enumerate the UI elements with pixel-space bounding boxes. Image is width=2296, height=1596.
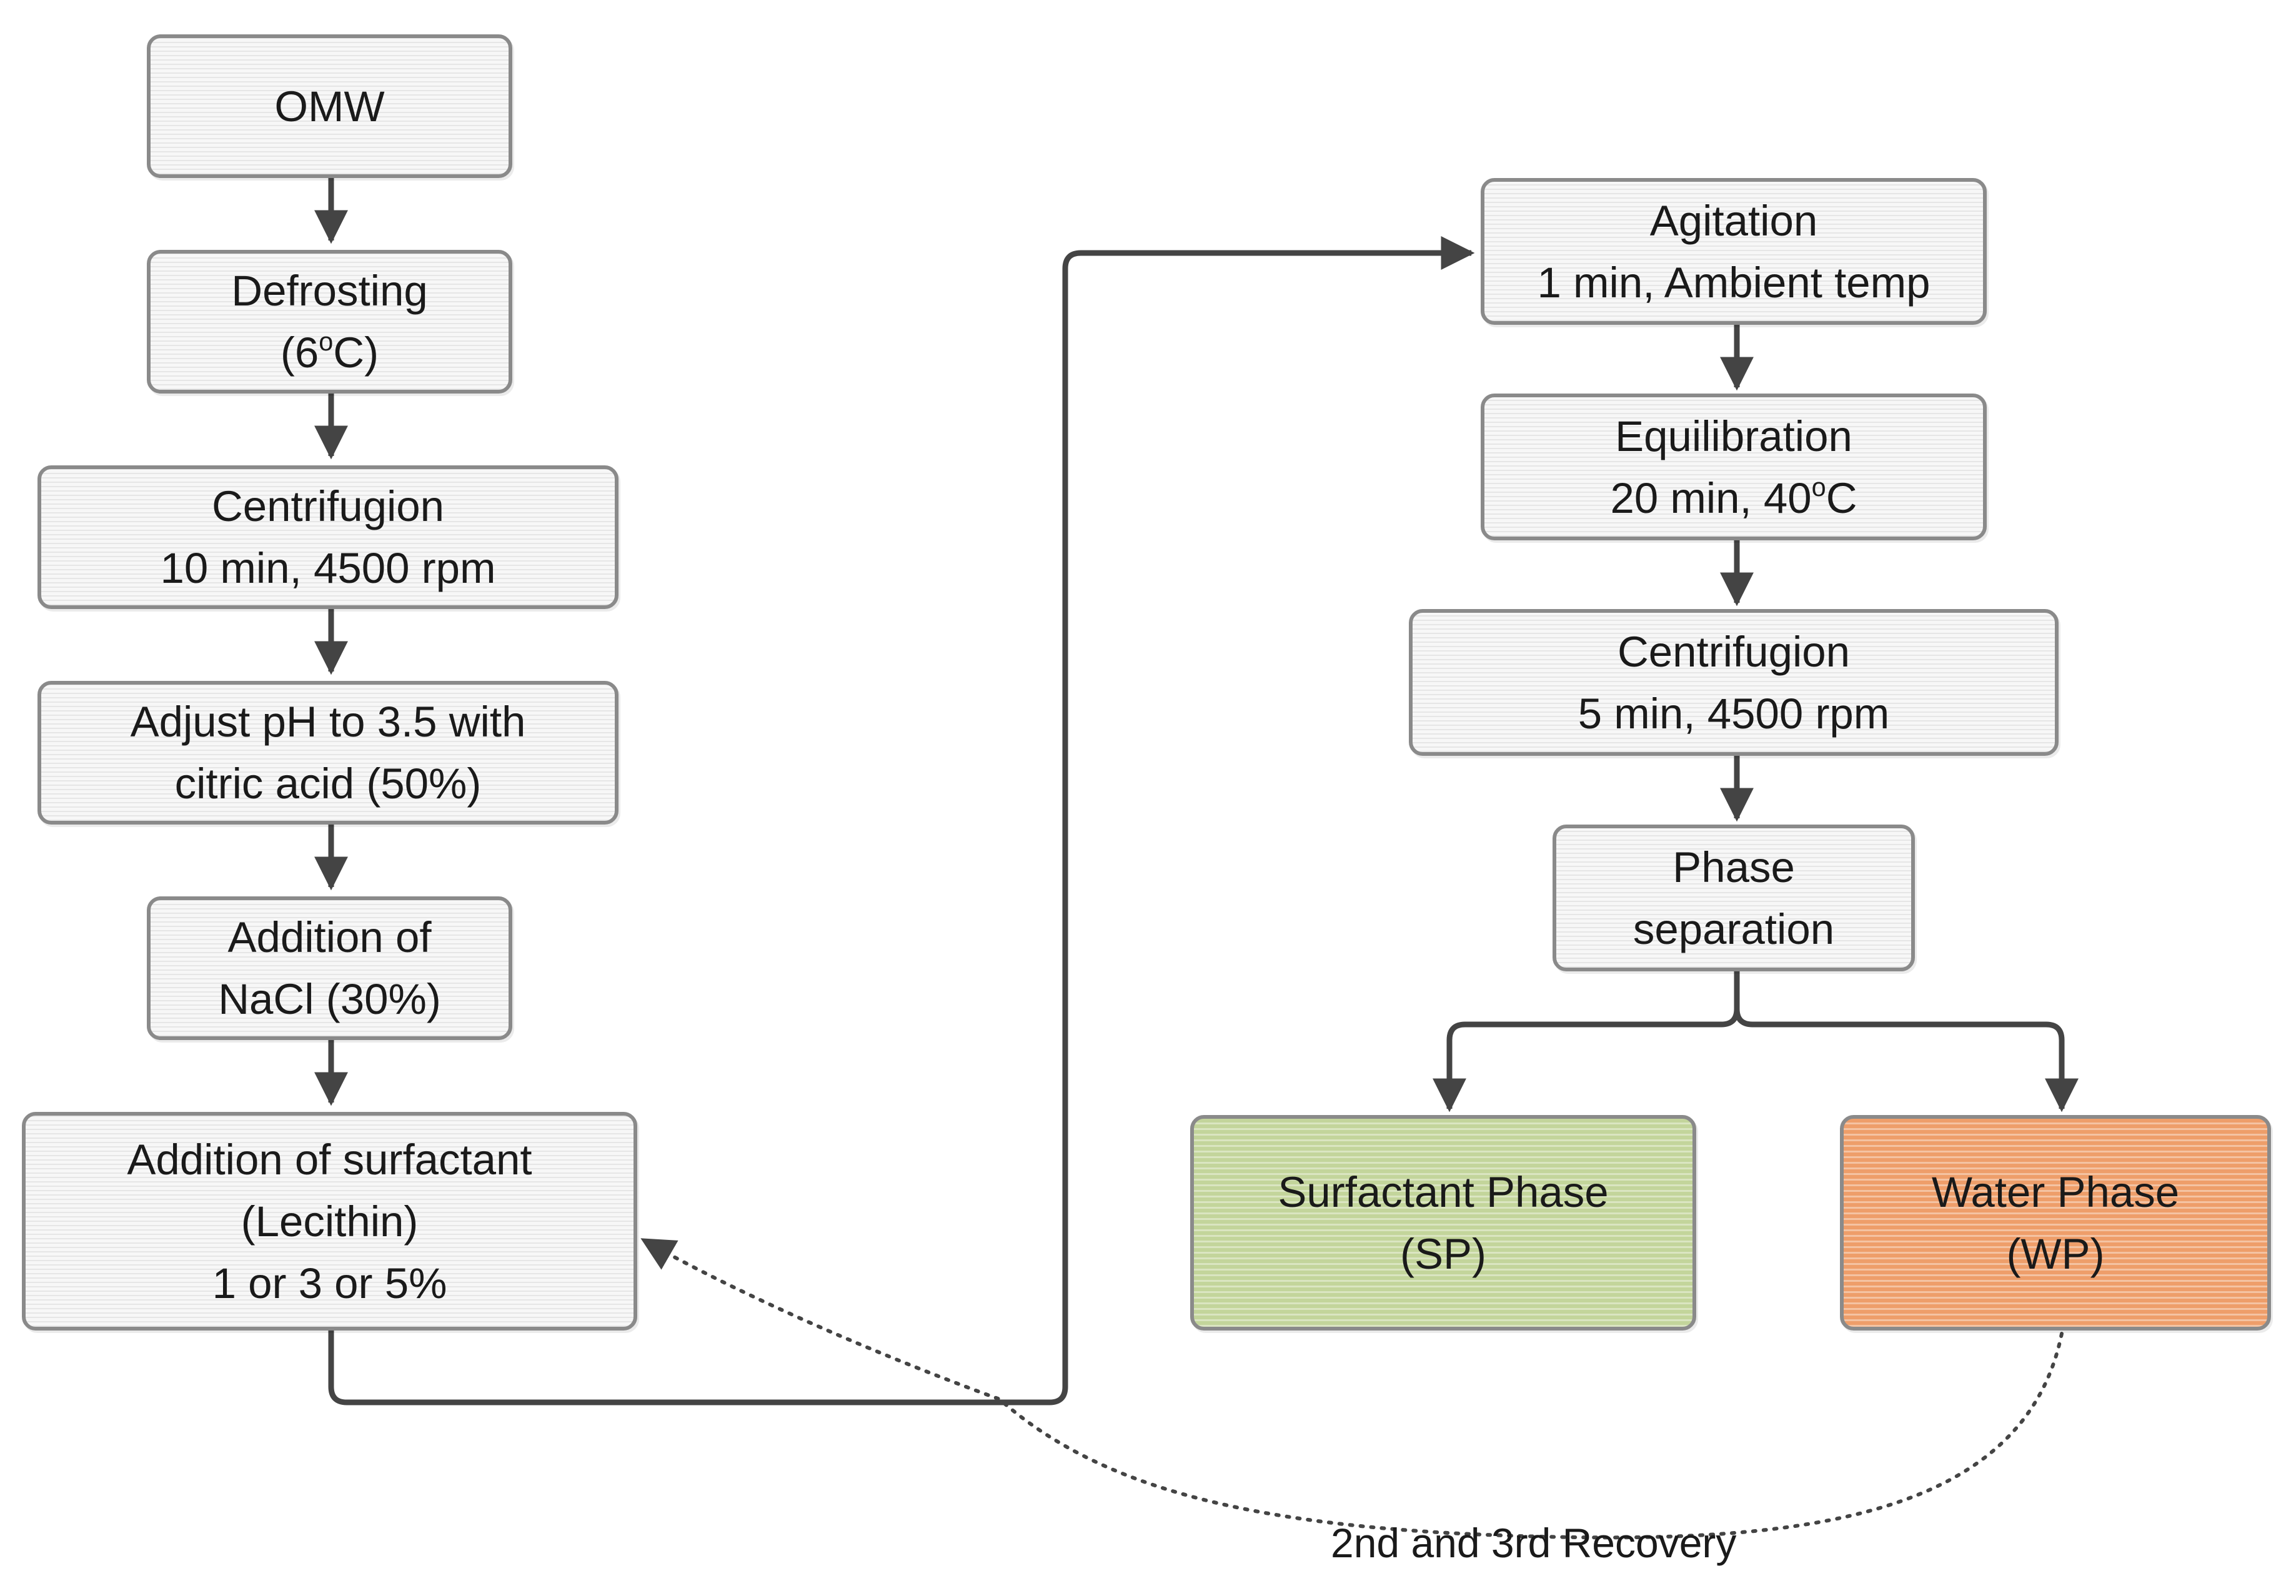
- equilibration-params: 20 min, 40oC: [1610, 467, 1857, 529]
- degree-symbol: o: [319, 327, 334, 357]
- addition-surfactant-line3: 1 or 3 or 5%: [212, 1259, 447, 1307]
- equilibration-params-unit: C: [1826, 473, 1857, 522]
- centrifugion-2-title: Centrifugion: [1617, 627, 1851, 676]
- equilibration-step: Equilibration 20 min, 40oC: [1481, 394, 1987, 540]
- adjust-ph-line2: citric acid (50%): [174, 760, 482, 808]
- defrosting-temp-unit: C): [333, 329, 379, 377]
- agitation-step: Agitation 1 min, Ambient temp: [1481, 178, 1987, 325]
- centrifugion-step-1: Centrifugion 10 min, 4500 rpm: [37, 465, 619, 609]
- equilibration-title: Equilibration: [1615, 412, 1852, 460]
- centrifugion-1-params: 10 min, 4500 rpm: [160, 544, 496, 592]
- adjust-ph-line1: Adjust pH to 3.5 with: [130, 698, 526, 746]
- equilibration-params-value: 20 min, 40: [1610, 473, 1812, 522]
- omw-step: OMW: [147, 34, 512, 178]
- recovery-label: 2nd and 3rd Recovery: [1331, 1520, 1737, 1566]
- degree-symbol: o: [1811, 472, 1826, 502]
- water-phase-box: Water Phase (WP): [1840, 1115, 2271, 1331]
- arrow-surfactant-to-agitation: [328, 236, 1475, 1405]
- surfactant-phase-abbr: (SP): [1400, 1229, 1486, 1278]
- agitation-title: Agitation: [1649, 196, 1818, 245]
- addition-surfactant-step: Addition of surfactant (Lecithin) 1 or 3…: [22, 1112, 637, 1331]
- addition-surfactant-line1: Addition of surfactant: [127, 1135, 532, 1184]
- phase-separation-line2: separation: [1633, 905, 1835, 953]
- recovery-dotted-curve: [640, 1238, 2064, 1540]
- surfactant-phase-box: Surfactant Phase (SP): [1190, 1115, 1696, 1331]
- defrosting-step: Defrosting (6oC): [147, 250, 512, 394]
- addition-nacl-step: Addition of NaCl (30%): [147, 896, 512, 1040]
- centrifugion-step-2: Centrifugion 5 min, 4500 rpm: [1409, 609, 2059, 756]
- centrifugion-1-title: Centrifugion: [211, 482, 445, 530]
- arrow-split-to-water-phase: [1734, 1008, 2079, 1113]
- water-phase-title: Water Phase: [1931, 1167, 2180, 1216]
- defrosting-temp-value: (6: [280, 329, 319, 377]
- defrosting-temperature: (6oC): [281, 322, 379, 384]
- phase-separation-step: Phase separation: [1553, 825, 1915, 971]
- agitation-params: 1 min, Ambient temp: [1537, 258, 1931, 307]
- addition-surfactant-line2: (Lecithin): [241, 1197, 419, 1246]
- phase-separation-line1: Phase: [1672, 843, 1795, 891]
- defrosting-title: Defrosting: [231, 267, 428, 315]
- water-phase-abbr: (WP): [2006, 1229, 2105, 1278]
- adjust-ph-step: Adjust pH to 3.5 with citric acid (50%): [37, 681, 619, 825]
- surfactant-phase-title: Surfactant Phase: [1278, 1167, 1609, 1216]
- addition-nacl-line1: Addition of: [227, 913, 432, 961]
- addition-nacl-line2: NaCl (30%): [218, 975, 441, 1023]
- centrifugion-2-params: 5 min, 4500 rpm: [1578, 689, 1890, 738]
- omw-label: OMW: [274, 82, 385, 131]
- arrow-split-to-surfactant-phase: [1433, 971, 1740, 1113]
